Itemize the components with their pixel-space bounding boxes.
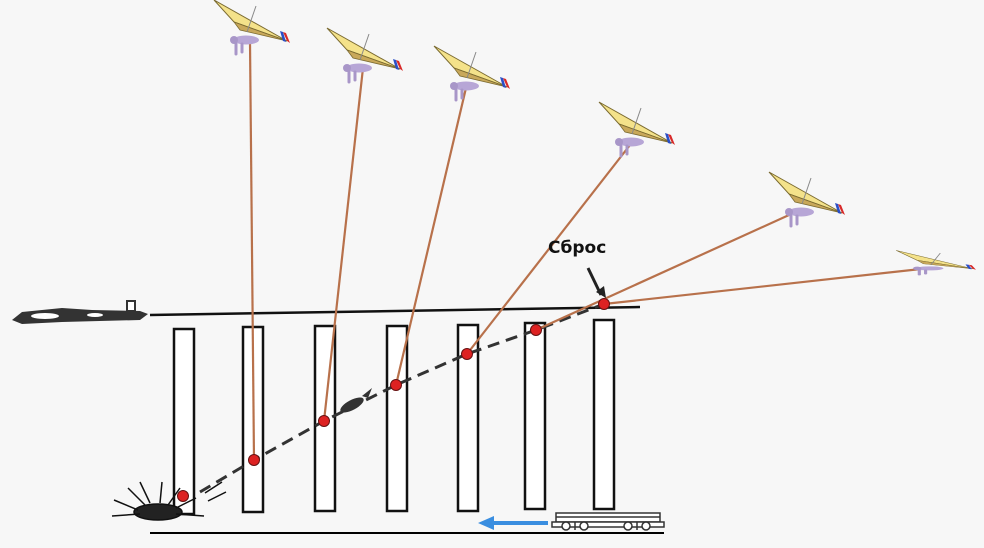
tow-vehicle-icon [551, 512, 665, 531]
sequence-frames [172, 318, 616, 516]
tow-line-3 [394, 87, 468, 386]
frame-7 [592, 318, 616, 511]
tow-plane-flight-line [149, 305, 641, 317]
marker-1 [177, 490, 189, 502]
release-label: Сброс [548, 238, 607, 258]
marker-2 [248, 454, 260, 466]
impact-splash-icon [111, 481, 227, 521]
marker-6 [530, 324, 542, 336]
hang-glider-icon [432, 44, 512, 102]
tow-line-4 [466, 144, 631, 355]
tow-line-5 [535, 208, 801, 332]
release-pointer-arrow [586, 267, 606, 298]
tow-plane-icon [12, 300, 148, 324]
tow-lines [248, 41, 931, 461]
hang-glider-icon [325, 26, 405, 84]
marker-4 [390, 379, 402, 391]
marker-5 [461, 348, 473, 360]
hang-glider-icon [597, 100, 677, 158]
frame-1 [172, 327, 196, 516]
tow-point-markers [177, 298, 610, 502]
tow-line-1 [248, 41, 256, 461]
falling-object-icon [340, 388, 372, 413]
marker-7 [598, 298, 610, 310]
tow-line-6 [603, 266, 931, 306]
direction-arrow-icon [478, 516, 548, 530]
hang-glider-icon [212, 0, 292, 56]
frame-6 [523, 321, 547, 511]
tow-line-2 [322, 67, 365, 422]
frame-4 [385, 324, 409, 513]
marker-3 [318, 415, 330, 427]
frame-5 [456, 323, 480, 513]
